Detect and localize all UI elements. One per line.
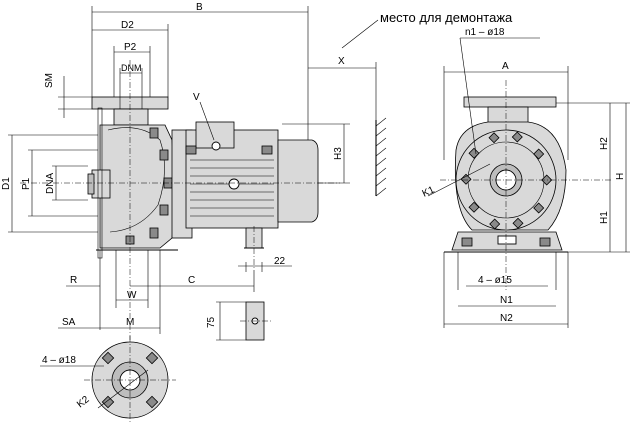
flange-holes-bottom-note: 4 – ø18 — [42, 355, 76, 366]
label-SM: SM — [44, 73, 55, 88]
label-X: X — [338, 56, 345, 67]
label-R: R — [70, 275, 77, 286]
label-N2: N2 — [500, 313, 513, 324]
label-H: H — [615, 173, 626, 180]
suction-nozzle — [91, 169, 111, 199]
label-N1: N1 — [500, 295, 513, 306]
foot-detail — [216, 301, 272, 341]
label-H1: H1 — [599, 211, 610, 224]
label-D2: D2 — [121, 20, 134, 31]
flange-holes-top-note: n1 – ø18 — [465, 27, 505, 38]
annotations: место для демонтажа n1 – ø18 4 – ø15 4 –… — [42, 10, 513, 366]
label-DNM: DNM — [121, 63, 142, 73]
dismantling-space-note: место для демонтажа — [380, 10, 513, 25]
label-D1: D1 — [1, 177, 12, 190]
foot-holes-note: 4 – ø15 — [478, 275, 512, 286]
side-view — [20, 60, 387, 340]
label-M: M — [126, 317, 134, 328]
label-P1: P1 — [21, 177, 32, 190]
side-view-dimensions — [8, 6, 379, 334]
label-B: B — [196, 2, 203, 13]
label-DNA: DNA — [45, 173, 56, 194]
flange-bolts — [460, 131, 553, 230]
label-A: A — [502, 61, 509, 72]
label-SA: SA — [62, 317, 76, 328]
dimension-labels: B D2 P2 DNM SM V X H3 D1 P1 DNA R C W SA… — [1, 2, 626, 410]
label-75: 75 — [206, 316, 217, 328]
label-H3: H3 — [333, 147, 344, 160]
front-view — [440, 80, 612, 290]
label-K1: K1 — [421, 184, 437, 199]
label-C: C — [188, 275, 195, 286]
front-view-dimensions — [427, 37, 630, 328]
label-V: V — [193, 92, 200, 103]
fan-cover — [277, 139, 319, 223]
suction-flange-detail — [40, 336, 176, 424]
label-W: W — [127, 290, 137, 301]
label-H2: H2 — [599, 137, 610, 150]
label-K2: K2 — [75, 394, 92, 410]
label-22: 22 — [274, 256, 286, 267]
label-P2: P2 — [124, 42, 137, 53]
